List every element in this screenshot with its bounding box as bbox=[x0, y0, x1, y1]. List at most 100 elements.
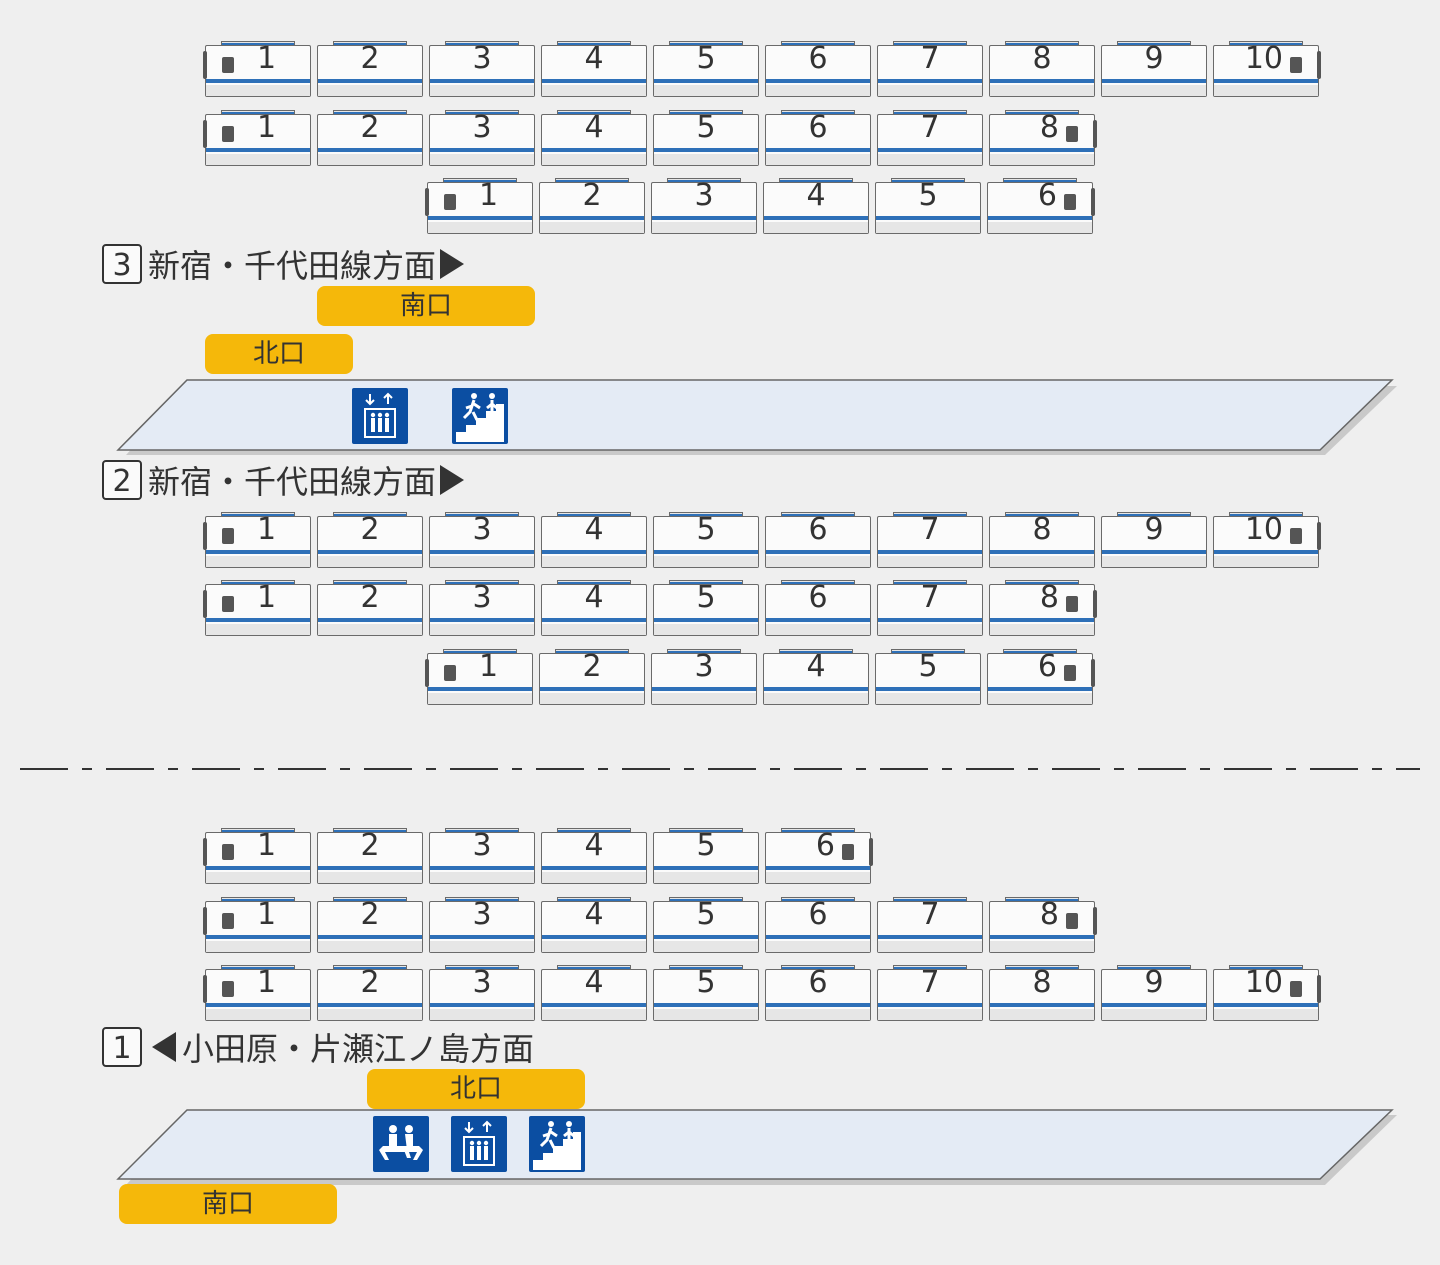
train-car: 3 bbox=[429, 965, 535, 1021]
train-car: 1 bbox=[203, 965, 311, 1021]
train-car: 4 bbox=[541, 828, 647, 884]
car-number: 6 bbox=[808, 512, 828, 547]
cab-window-icon bbox=[222, 528, 234, 544]
coupler-icon bbox=[1093, 907, 1097, 935]
train-car: 1 bbox=[425, 178, 533, 234]
car-number: 7 bbox=[920, 965, 940, 1000]
train-car: 2 bbox=[317, 580, 423, 636]
train-car: 7 bbox=[877, 110, 983, 166]
coupler-icon bbox=[203, 120, 207, 148]
car-number: 7 bbox=[920, 110, 940, 145]
train-car: 2 bbox=[539, 649, 645, 705]
car-number: 5 bbox=[696, 512, 716, 547]
train-car: 7 bbox=[877, 965, 983, 1021]
cab-window-icon bbox=[1064, 194, 1076, 210]
train-car: 1 bbox=[203, 828, 311, 884]
car-number: 1 bbox=[257, 828, 277, 863]
cab-window-icon bbox=[222, 596, 234, 612]
train-car: 6 bbox=[987, 178, 1095, 234]
train-car: 5 bbox=[875, 178, 981, 234]
train-car: 8 bbox=[989, 110, 1097, 166]
car-number: 2 bbox=[582, 649, 602, 684]
train-car: 5 bbox=[653, 512, 759, 568]
car-number: 8 bbox=[1039, 110, 1059, 145]
car-number: 4 bbox=[806, 178, 826, 213]
car-number: 1 bbox=[257, 110, 277, 145]
car-number: 5 bbox=[696, 965, 716, 1000]
cab-window-icon bbox=[444, 194, 456, 210]
car-number: 1 bbox=[479, 178, 499, 213]
train-car: 2 bbox=[317, 897, 423, 953]
car-number: 8 bbox=[1032, 41, 1052, 76]
coupler-icon bbox=[1091, 188, 1095, 216]
car-number: 3 bbox=[472, 828, 492, 863]
train-car: 2 bbox=[317, 512, 423, 568]
car-number: 2 bbox=[360, 41, 380, 76]
car-number: 2 bbox=[582, 178, 602, 213]
car-number: 7 bbox=[920, 512, 940, 547]
car-number: 3 bbox=[472, 580, 492, 615]
car-number: 4 bbox=[584, 897, 604, 932]
car-number: 1 bbox=[257, 512, 277, 547]
car-number: 2 bbox=[360, 512, 380, 547]
train-car: 9 bbox=[1101, 965, 1207, 1021]
coupler-icon bbox=[1317, 975, 1321, 1003]
track-number: 3 bbox=[102, 244, 142, 284]
train-car: 3 bbox=[651, 649, 757, 705]
train-car: 5 bbox=[875, 649, 981, 705]
train-car: 3 bbox=[429, 828, 535, 884]
car-number: 4 bbox=[584, 41, 604, 76]
coupler-icon bbox=[869, 838, 873, 866]
cab-window-icon bbox=[444, 665, 456, 681]
cab-window-icon bbox=[222, 126, 234, 142]
car-number: 8 bbox=[1039, 580, 1059, 615]
train-car: 3 bbox=[429, 897, 535, 953]
car-number: 8 bbox=[1039, 897, 1059, 932]
car-number: 6 bbox=[808, 897, 828, 932]
car-number: 3 bbox=[472, 110, 492, 145]
train-car: 10 bbox=[1213, 512, 1321, 568]
train-car: 4 bbox=[541, 580, 647, 636]
cab-window-icon bbox=[1290, 57, 1302, 73]
train-car: 5 bbox=[653, 110, 759, 166]
arrow-right-icon bbox=[440, 249, 465, 279]
train-car: 2 bbox=[317, 110, 423, 166]
train-car: 4 bbox=[541, 965, 647, 1021]
car-number: 7 bbox=[920, 41, 940, 76]
coupler-icon bbox=[203, 907, 207, 935]
elevator-icon bbox=[451, 1116, 507, 1172]
car-number: 7 bbox=[920, 580, 940, 615]
car-number: 2 bbox=[360, 897, 380, 932]
train-car: 7 bbox=[877, 897, 983, 953]
car-number: 4 bbox=[584, 512, 604, 547]
car-number: 2 bbox=[360, 965, 380, 1000]
train-car: 5 bbox=[653, 965, 759, 1021]
car-number: 5 bbox=[918, 178, 938, 213]
exit-south-lower: 南口 bbox=[119, 1184, 337, 1224]
car-number: 6 bbox=[808, 580, 828, 615]
car-number: 5 bbox=[696, 110, 716, 145]
cab-window-icon bbox=[842, 844, 854, 860]
car-number: 6 bbox=[1037, 178, 1057, 213]
car-number: 1 bbox=[257, 41, 277, 76]
train-car: 5 bbox=[653, 41, 759, 97]
train-car: 4 bbox=[763, 649, 869, 705]
coupler-icon bbox=[1093, 590, 1097, 618]
train-car: 9 bbox=[1101, 512, 1207, 568]
train-car: 5 bbox=[653, 828, 759, 884]
train-car: 4 bbox=[541, 897, 647, 953]
car-number: 9 bbox=[1144, 965, 1164, 1000]
car-number: 2 bbox=[360, 110, 380, 145]
arrow-left-icon bbox=[152, 1032, 176, 1062]
car-number: 6 bbox=[808, 41, 828, 76]
train-car: 2 bbox=[317, 41, 423, 97]
car-number: 3 bbox=[472, 897, 492, 932]
coupler-icon bbox=[425, 188, 429, 216]
train-car: 1 bbox=[203, 897, 311, 953]
train-car: 2 bbox=[539, 178, 645, 234]
train-car: 7 bbox=[877, 512, 983, 568]
train-car: 10 bbox=[1213, 965, 1321, 1021]
coupler-icon bbox=[203, 522, 207, 550]
cab-window-icon bbox=[1066, 126, 1078, 142]
